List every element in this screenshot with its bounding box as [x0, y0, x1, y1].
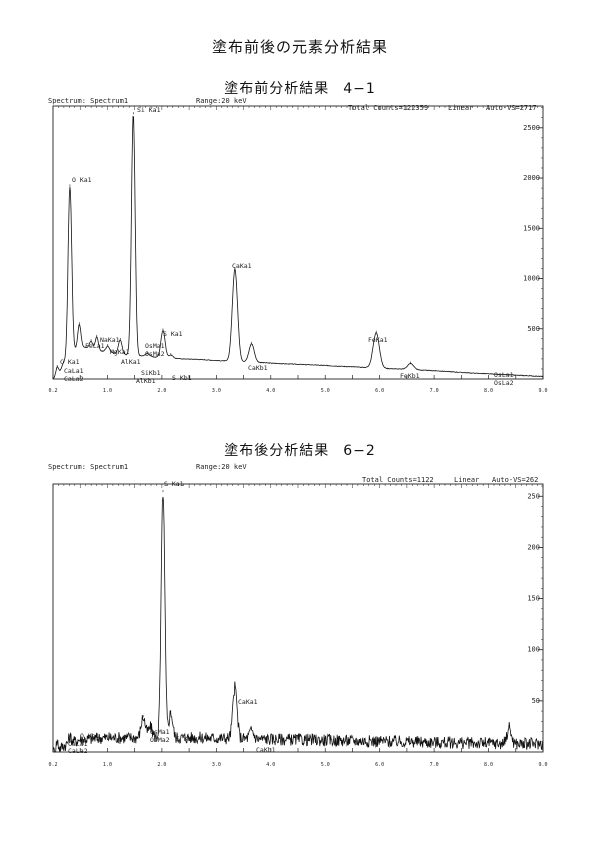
annotation-al-ka1: AlKa1 [121, 358, 141, 366]
annotation-os-ma2: OsMa2 [150, 736, 170, 744]
annotation-ca-la1: CaLa1 [64, 367, 84, 375]
spectrum-chart-before: Spectrum: Spectrum1 Range:20 keV Total C… [48, 97, 548, 394]
header-total-counts: Total Counts=122359 [348, 104, 428, 112]
x-tick-label: 7.0 [430, 388, 439, 394]
y-tick-label: 200 [527, 543, 540, 551]
header-vertical-scale: Auto-VS=2717 [486, 104, 537, 112]
annotation-s-kb1: S Kb1 [176, 735, 196, 743]
annotation-na-ka1: NaKa1 [100, 336, 120, 344]
x-tick-label: 6.0 [375, 762, 384, 768]
plot-frame [52, 105, 544, 380]
x-tick-label: 3.0 [212, 762, 221, 768]
page-title: 塗布前後の元素分析結果 [211, 38, 388, 56]
header-spectrum: Spectrum: Spectrum1 [48, 97, 128, 105]
annotation-al-kb1: AlKb1 [136, 377, 156, 385]
header-spectrum: Spectrum: Spectrum1 [48, 463, 128, 471]
annotation-os-ma1: OsMa1 [150, 728, 170, 736]
header-vertical-scale: Auto-VS=262 [492, 476, 538, 484]
spectrum-line [52, 115, 544, 379]
annotation-si-kb1: SiKb1 [141, 369, 161, 377]
y-tick-label: 50 [532, 697, 540, 705]
x-tick-label: 4.0 [266, 388, 275, 394]
x-tick-label: 7.0 [430, 762, 439, 768]
x-tick-label: 8.0 [484, 762, 493, 768]
x-tick-label: 1.0 [103, 762, 112, 768]
annotation-os-la1: OsLa1 [494, 371, 514, 379]
x-tick-label: 0.2 [48, 388, 57, 394]
annotation-ca-ka1: CaKa1 [238, 698, 258, 706]
x-tick-label: 0.2 [48, 762, 57, 768]
y-tick-label: 150 [527, 595, 540, 603]
plot-frame [52, 483, 544, 753]
spectrum-chart-after: Spectrum: Spectrum1 Range:20 keV Total C… [48, 463, 548, 768]
x-tick-label: 5.0 [321, 388, 330, 394]
x-tick-label: 2.0 [157, 762, 166, 768]
annotation-s-ka1: S Ka1 [163, 330, 183, 338]
chart-title-before-text: 塗布前分析結果 [224, 81, 330, 97]
spectrum-line [52, 496, 544, 753]
header-range: Range:20 keV [196, 463, 247, 471]
x-tick-label: 2.0 [157, 388, 166, 394]
annotation-os-ma1: OsMa1 [145, 342, 165, 350]
header-range: Range:20 keV [196, 97, 247, 105]
header-scale: Linear [454, 476, 479, 484]
annotation-si-ka1: Si Ka1 [137, 106, 161, 114]
annotation-os-ma2: OsMa2 [145, 350, 165, 358]
header-total-counts: Total Counts=1122 [362, 476, 434, 484]
x-tick-label: 4.0 [266, 762, 275, 768]
sample-id-after: 6−2 [343, 443, 376, 459]
x-tick-label: 1.0 [103, 388, 112, 394]
y-tick-label: 100 [527, 646, 540, 654]
annotation-ca-la2: CaLa2 [68, 747, 88, 755]
x-tick-label: 9.0 [538, 388, 547, 394]
x-tick-label: 5.0 [321, 762, 330, 768]
x-tick-label: 3.0 [212, 388, 221, 394]
sample-id-before: 4−1 [343, 81, 376, 97]
annotation-fe-kb1: FeKb1 [400, 372, 420, 380]
annotation-ca-ka1: CaKa1 [232, 262, 252, 270]
annotation-c-ka1: C Ka1 [60, 358, 80, 366]
annotation-mg-ka1: MgKa1 [110, 348, 130, 356]
peak-labels: S Ka1 CaKa1 O Ka1 CaLa1 CaLa2 OsMa1 OsMa… [68, 480, 276, 755]
y-tick-label: 250 [527, 492, 540, 500]
x-tick-label: 8.0 [484, 388, 493, 394]
y-tick-label: 1500 [523, 224, 540, 232]
peak-labels: Si Ka1 O Ka1 CaKa1 FeLa1 NaKa1 MgKa1 AlK… [60, 106, 514, 387]
x-tick-label: 6.0 [375, 388, 384, 394]
annotation-ca-kb1: CaKb1 [256, 746, 276, 754]
chart-title-after: 塗布後分析結果 6−2 [0, 440, 600, 460]
chart-title-before: 塗布前分析結果 4−1 [0, 78, 600, 98]
x-tick-label: 9.0 [538, 762, 547, 768]
chart-title-after-text: 塗布後分析結果 [224, 443, 330, 459]
header-scale: Linear [448, 104, 473, 112]
y-tick-label: 2500 [523, 124, 540, 132]
annotation-o-ka1: O Ka1 [72, 176, 92, 184]
annotation-ca-kb1: CaKb1 [248, 364, 268, 372]
y-tick-label: 500 [527, 325, 540, 333]
annotation-s-kb1: S Kb1 [172, 374, 192, 382]
y-tick-label: 1000 [523, 275, 540, 283]
annotation-fe-ka1: FeKa1 [368, 336, 388, 344]
annotation-os-la2: OsLa2 [494, 379, 514, 387]
annotation-fe-la1: FeLa1 [85, 342, 105, 350]
y-tick-label: 2000 [523, 174, 540, 182]
